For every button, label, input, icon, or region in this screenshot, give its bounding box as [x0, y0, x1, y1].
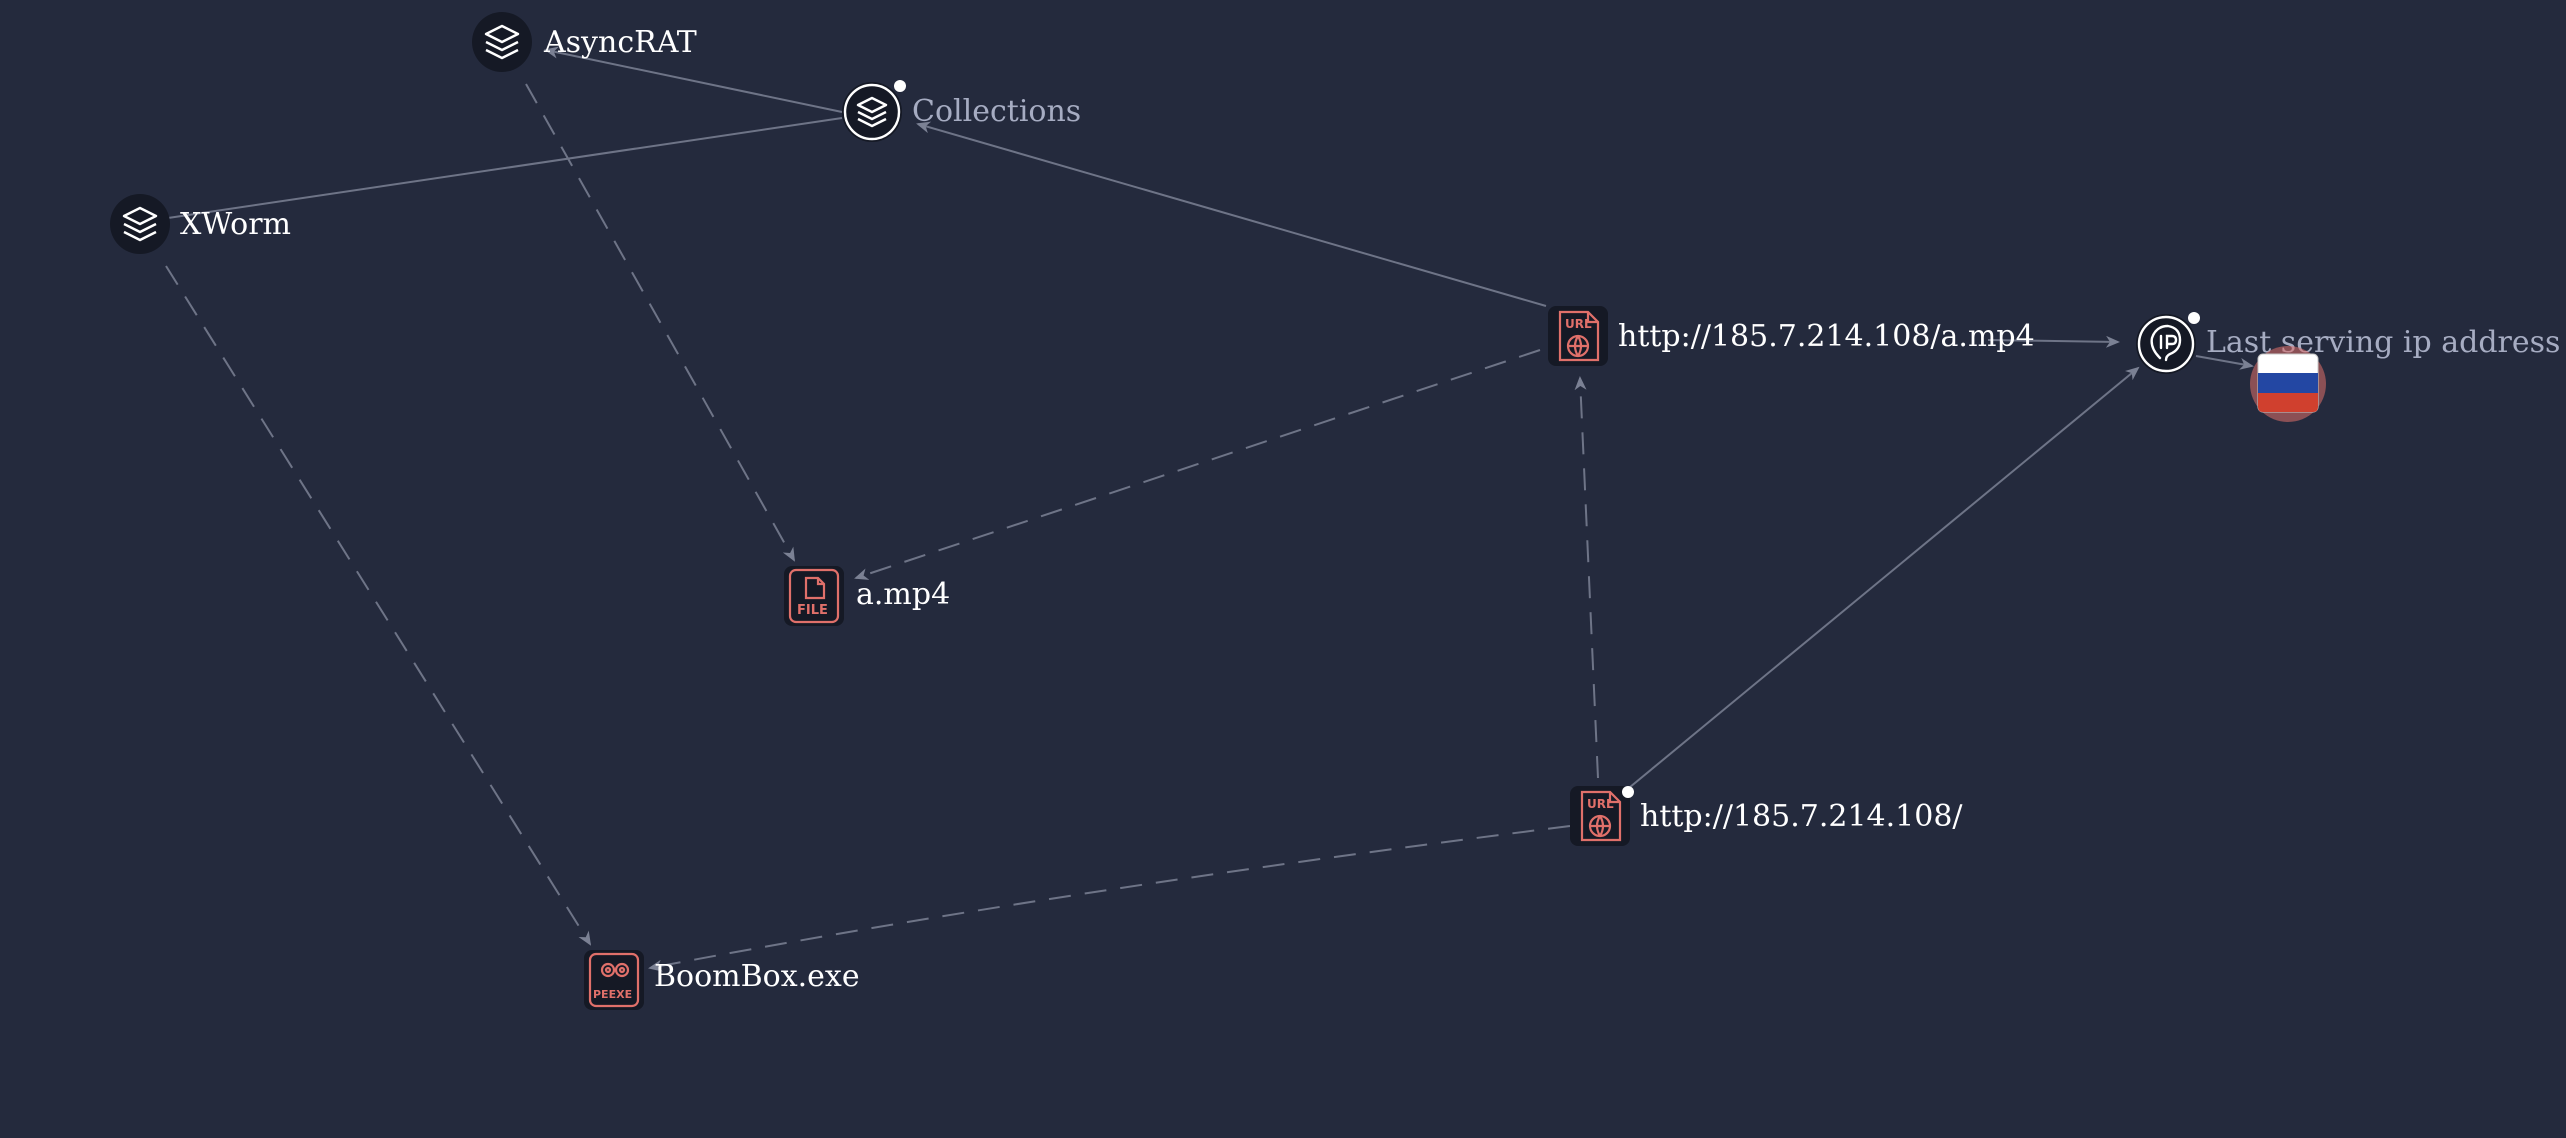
- edge-urlroot-boombox: [648, 825, 1571, 972]
- node-label-collections: Collections: [912, 94, 1081, 129]
- url-file-icon: URL: [1558, 310, 1600, 362]
- badge-file: FILE: [797, 603, 828, 618]
- edge-xworm-boombox: [165, 265, 592, 946]
- stack-icon: [484, 24, 520, 60]
- node-label-url-mp4: http://185.7.214.108/a.mp4: [1618, 319, 2035, 354]
- node-url-root[interactable]: URL http://185.7.214.108/: [1570, 786, 1963, 846]
- edge-collections-xworm: [167, 117, 843, 219]
- stack-icon: [856, 96, 888, 128]
- edge-collections-asyncrat: [544, 46, 843, 113]
- badge-url: URL: [1587, 797, 1614, 811]
- node-label-last-ip: Last serving ip address: [2206, 325, 2560, 360]
- stack-icon: [122, 206, 158, 242]
- gear-file-icon: PEEXE: [588, 952, 640, 1008]
- node-url-mp4[interactable]: URL http://185.7.214.108/a.mp4: [1548, 306, 2035, 366]
- node-label-asyncrat: AsyncRAT: [543, 25, 697, 60]
- edge-urlroot-urlmp4: [1574, 376, 1599, 779]
- badge-peexe: PEEXE: [593, 988, 632, 1001]
- node-asyncrat[interactable]: AsyncRAT: [472, 12, 697, 72]
- edge-urlmp4-filemp4: [854, 349, 1541, 580]
- selection-dot: [1622, 786, 1634, 798]
- node-file-mp4[interactable]: FILE a.mp4: [784, 566, 950, 626]
- edge-lastip-flag: [2195, 355, 2254, 370]
- node-label-file-mp4: a.mp4: [856, 577, 950, 612]
- node-boombox[interactable]: PEEXE BoomBox.exe: [584, 950, 860, 1010]
- edge-asyncrat-filemp4: [525, 83, 795, 562]
- selection-dot: [894, 80, 906, 92]
- edge-urlmp4-collections: [916, 121, 1547, 307]
- file-icon: FILE: [788, 568, 840, 624]
- node-label-url-root: http://185.7.214.108/: [1640, 799, 1963, 834]
- selection-dot: [2188, 312, 2200, 324]
- russia-flag-icon[interactable]: [2250, 346, 2326, 422]
- url-file-icon: URL: [1580, 790, 1622, 842]
- ip-icon: [2150, 324, 2182, 362]
- edge-urlroot-lastip: [1623, 366, 2140, 793]
- node-collections[interactable]: Collections: [842, 80, 1081, 142]
- badge-url: URL: [1565, 317, 1592, 331]
- node-xworm[interactable]: XWorm: [110, 194, 291, 254]
- node-last-ip[interactable]: Last serving ip address: [2136, 312, 2560, 374]
- edges: [165, 46, 2254, 972]
- node-label-boombox: BoomBox.exe: [654, 959, 860, 994]
- node-label-xworm: XWorm: [180, 207, 291, 242]
- edge-urlmp4-lastip: [1987, 335, 2120, 348]
